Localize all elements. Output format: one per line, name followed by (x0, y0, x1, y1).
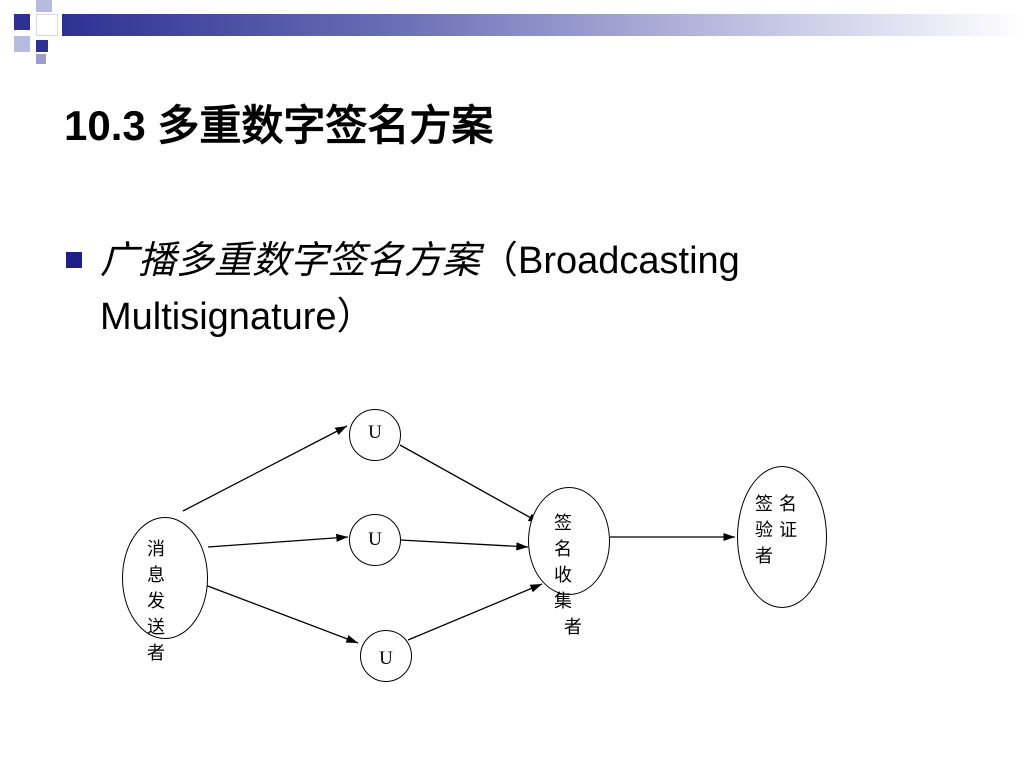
header-square-3 (36, 14, 58, 36)
collector-label: 签 名 收 集 者 (554, 513, 582, 638)
bullet-italic-text: 广播多重数字签名方案 (100, 238, 481, 282)
u-node-top: U (349, 409, 401, 461)
collector-node (528, 487, 610, 595)
header-square-6 (36, 54, 46, 64)
header-gradient-bar (62, 14, 1024, 36)
u-node-bottom-label: U (379, 648, 393, 669)
sender-node (122, 517, 208, 639)
u-node-middle: U (349, 514, 401, 566)
header-square-4 (14, 36, 30, 52)
bullet-marker (66, 252, 82, 268)
page-title: 10.3 多重数字签名方案 (64, 102, 494, 149)
edge-sender-to-u-mid (207, 533, 349, 548)
verifier-label: 签 名 验 证 者 (755, 494, 797, 567)
u-node-middle-label: U (368, 529, 382, 550)
bullet-plain-text: （Broadcasting Multisignature） (100, 240, 740, 338)
edge-u-mid-to-collector (399, 539, 529, 551)
header-square-2 (36, 0, 52, 12)
edge-u-bottom-to-collector (407, 583, 543, 641)
header-square-1 (14, 14, 30, 30)
u-node-bottom: U (360, 630, 412, 682)
u-node-top-label: U (368, 422, 382, 443)
header-square-5 (36, 40, 48, 52)
bullet-text: 广播多重数字签名方案（Broadcasting Multisignature） (100, 232, 900, 345)
verifier-node (737, 466, 827, 608)
sender-label: 消 息 发 送 者 (147, 539, 165, 664)
edge-sender-to-u-bottom (204, 584, 359, 644)
edge-u-top-to-collector (399, 444, 541, 524)
edge-sender-to-u-top (182, 425, 348, 512)
